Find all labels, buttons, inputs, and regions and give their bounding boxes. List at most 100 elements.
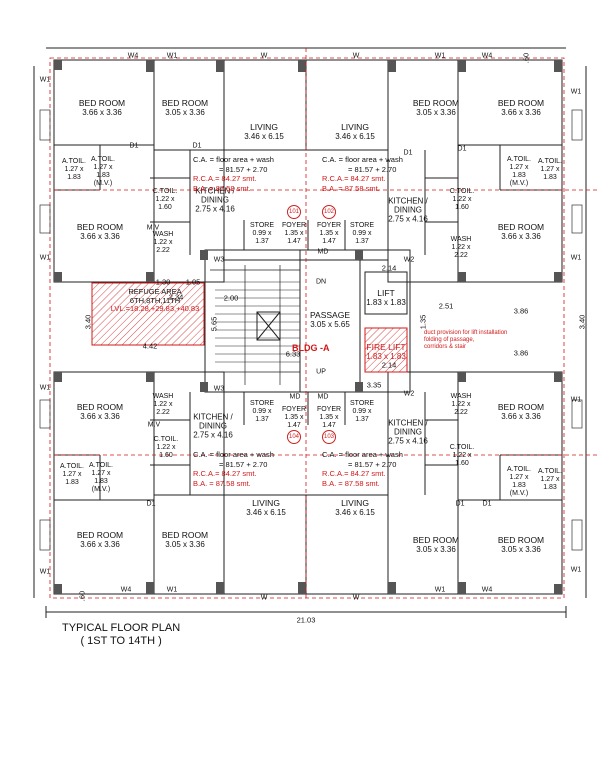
window-tag: W4	[481, 52, 493, 60]
dim-3-35: 3.35	[366, 380, 382, 390]
dim-4-42: 4.42	[142, 341, 158, 351]
dim-1-05: 1.05	[185, 277, 201, 287]
window-tag: W1	[39, 568, 51, 576]
building-label: BLDG -A	[292, 343, 330, 353]
mv-tag: M.V	[147, 421, 161, 429]
atoil-br1: A.TOIL.1.27 x 1.83(M.V.)	[507, 466, 531, 497]
window-tag: W1	[570, 566, 582, 574]
door-tag: MD	[289, 393, 301, 401]
door-tag: D1	[455, 500, 465, 508]
window-tag: W2	[403, 390, 415, 398]
area-info-102: C.A. = floor area + wash= 81.57 + 2.70 R…	[322, 155, 403, 193]
window-tag: W4	[481, 586, 493, 594]
fire-lift-note: duct provision for lift installation fol…	[424, 330, 508, 350]
window-tag: W1	[39, 76, 51, 84]
door-tag: D1	[403, 149, 413, 157]
window-tag: W1	[570, 88, 582, 96]
window-tag: W1	[570, 396, 582, 404]
window-tag: W	[352, 594, 360, 602]
dim-5-65: 5.65	[209, 316, 219, 332]
ctoil-tl: C.TOIL.1.22 x 1.60	[152, 188, 178, 211]
door-tag: D1	[457, 145, 467, 153]
flat-number-102: 102	[322, 205, 336, 219]
atoil-tl2: A.TOIL.1.27 x 1.83(M.V.)	[91, 156, 115, 187]
flat-number-103: 103	[322, 430, 336, 444]
dim-3-86-a: 3.86	[513, 306, 529, 316]
atoil-tr2: A.TOIL.1.27 x 1.83	[538, 158, 562, 181]
dim-1-30: 1.30	[155, 277, 171, 287]
window-tag: W4	[120, 586, 132, 594]
atoil-tl1: A.TOIL.1.27 x 1.83	[62, 158, 86, 181]
window-tag: W1	[434, 586, 446, 594]
window-tag: W1	[166, 586, 178, 594]
atoil-bl2: A.TOIL.1.27 x 1.83(M.V.)	[89, 462, 113, 493]
dim-0-60-top: .60	[521, 52, 531, 64]
overall-width-dim: 21.03	[296, 615, 316, 625]
flat-number-101: 101	[287, 205, 301, 219]
ctoil-bl: C.TOIL.1.22 x 1.60	[153, 436, 179, 459]
window-tag: W1	[39, 384, 51, 392]
window-tag: W1	[39, 254, 51, 262]
window-tag: W1	[434, 52, 446, 60]
refuge-area-label: REFUGE AREA 6TH,8TH,11TH LVL.=18.28,+29.…	[110, 287, 200, 313]
dim-2-51: 2.51	[438, 301, 454, 311]
area-info-103: C.A. = floor area + wash= 81.57 + 2.70 R…	[322, 450, 403, 488]
window-tag: W	[260, 52, 268, 60]
dim-6-33: 6.33	[285, 349, 301, 359]
dim-2-14-b: 2.14	[381, 360, 397, 370]
dim-2-14-a: 2.14	[381, 263, 397, 273]
dim-2-34: 2.34	[168, 292, 184, 302]
area-info-104: C.A. = floor area + wash= 81.57 + 2.70 R…	[193, 450, 274, 488]
window-tag: W	[260, 594, 268, 602]
dim-3-86-b: 3.86	[513, 348, 529, 358]
door-tag: MD	[317, 393, 329, 401]
ctoil-tr: C.TOIL.1.22 x 1.60	[449, 188, 475, 211]
door-tag: D1	[146, 500, 156, 508]
door-tag: D1	[482, 500, 492, 508]
dim-3-40-right: 3.40	[577, 314, 587, 330]
stair-dn-label: DN	[315, 278, 327, 286]
door-tag: MD	[317, 248, 329, 256]
window-tag: W3	[213, 385, 225, 393]
dim-2-00: 2.00	[223, 293, 239, 303]
window-tag: W3	[213, 256, 225, 264]
window-tag: W1	[570, 254, 582, 262]
atoil-br2: A.TOIL.1.27 x 1.83	[538, 468, 562, 491]
mv-tag: M.V	[146, 224, 160, 232]
area-info-101: C.A. = floor area + wash= 81.57 + 2.70 R…	[193, 155, 274, 193]
door-tag: D1	[129, 142, 139, 150]
dim-3-40-left: 3.40	[83, 314, 93, 330]
